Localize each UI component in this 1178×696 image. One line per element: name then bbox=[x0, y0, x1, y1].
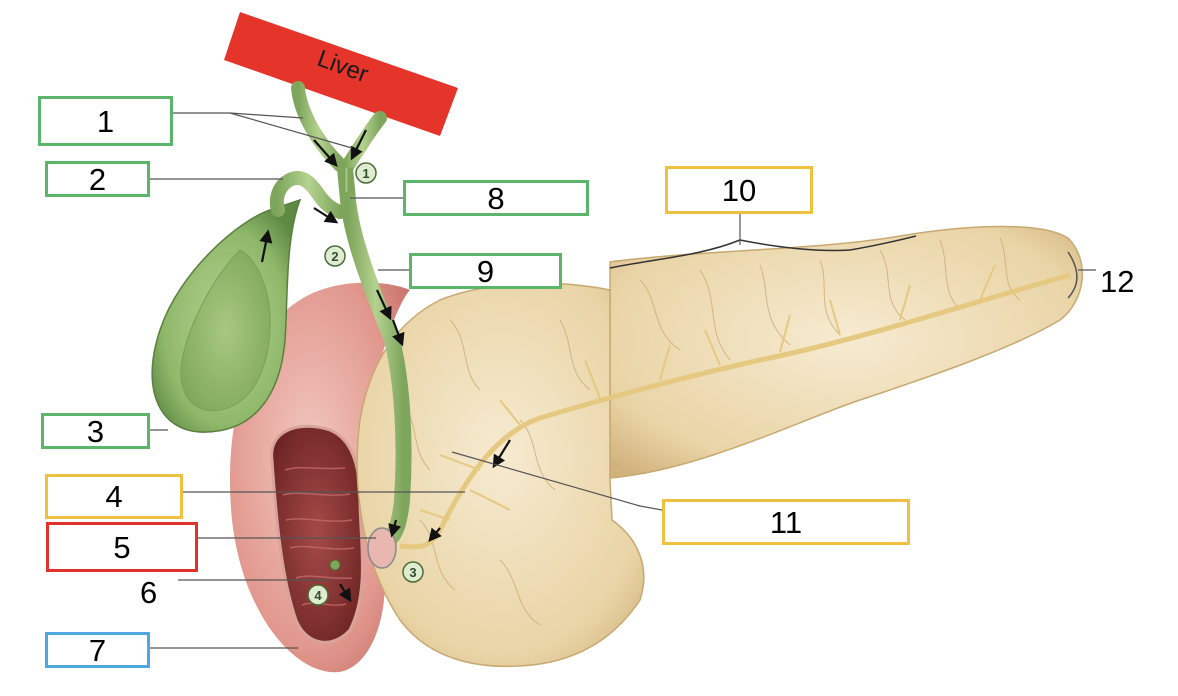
label-7: 7 bbox=[88, 632, 107, 668]
flow-step-1: 1 bbox=[355, 162, 377, 184]
label-box-8[interactable]: 8 bbox=[403, 180, 589, 216]
leader-lines bbox=[150, 112, 1096, 649]
label-box-9[interactable]: 9 bbox=[409, 253, 562, 289]
label-5: 5 bbox=[113, 529, 131, 565]
label-2: 2 bbox=[88, 161, 107, 197]
svg-text:1: 1 bbox=[362, 166, 369, 181]
label-11: 11 bbox=[769, 504, 803, 540]
label-box-5[interactable]: 5 bbox=[46, 522, 198, 572]
svg-text:4: 4 bbox=[314, 588, 322, 603]
pancreas-tail-marker bbox=[1067, 251, 1078, 299]
svg-text:3: 3 bbox=[409, 565, 416, 580]
mucosal-folds bbox=[282, 466, 355, 606]
label-box-10[interactable]: 10 bbox=[665, 166, 813, 214]
label-3: 3 bbox=[86, 413, 105, 449]
flow-step-4: 4 bbox=[307, 584, 329, 606]
flow-arrows bbox=[259, 129, 511, 603]
label-box-4[interactable]: 4 bbox=[45, 474, 183, 519]
label-6: 6 bbox=[140, 575, 158, 610]
label-box-7[interactable]: 7 bbox=[45, 632, 150, 668]
label-8: 8 bbox=[487, 180, 505, 216]
label-1: 1 bbox=[96, 103, 115, 139]
label-box-1[interactable]: 1 bbox=[38, 96, 173, 146]
pancreas-lobules bbox=[399, 237, 1021, 626]
pancreas-body-bracket bbox=[609, 235, 917, 269]
pancreas bbox=[356, 225, 1084, 667]
label-10: 10 bbox=[721, 172, 757, 208]
label-box-3[interactable]: 3 bbox=[41, 413, 150, 449]
label-9: 9 bbox=[476, 253, 495, 289]
liver-banner: Liver bbox=[224, 12, 458, 136]
flow-step-2: 2 bbox=[324, 245, 346, 267]
svg-text:2: 2 bbox=[331, 249, 338, 264]
major-papilla bbox=[329, 559, 341, 571]
duct-branches bbox=[419, 264, 996, 521]
flow-step-3: 3 bbox=[402, 561, 424, 583]
label-box-2[interactable]: 2 bbox=[45, 161, 150, 197]
label-12: 12 bbox=[1100, 264, 1135, 299]
label-box-11[interactable]: 11 bbox=[662, 499, 910, 545]
label-4: 4 bbox=[105, 479, 123, 514]
